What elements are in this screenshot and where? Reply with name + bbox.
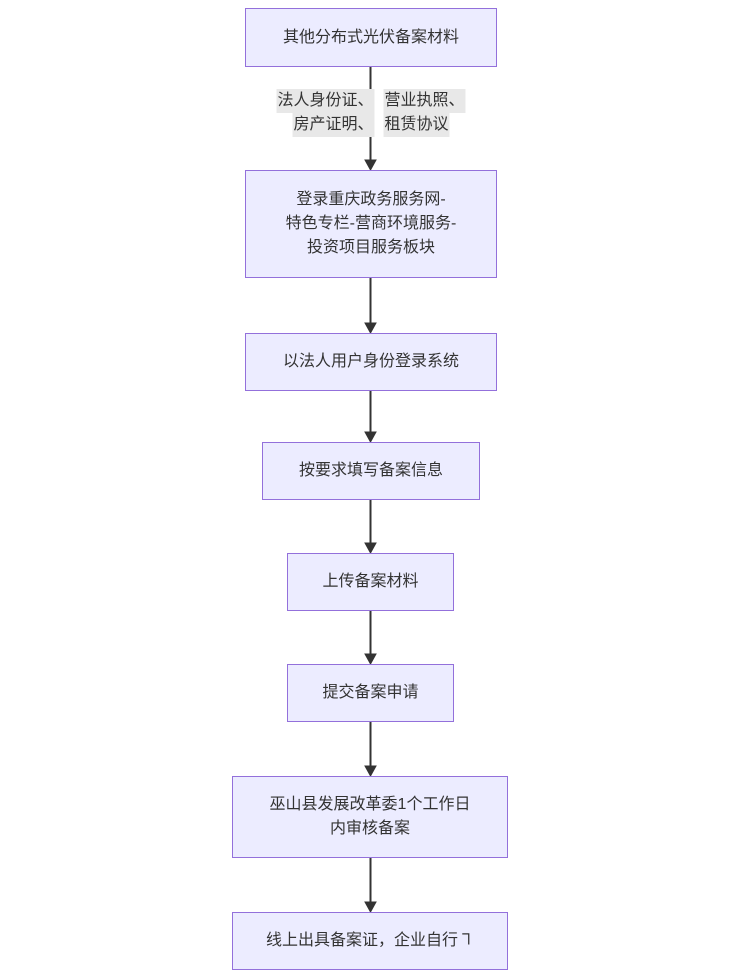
flow-node-portal: 登录重庆政务服务网- 特色专栏-营商环境服务- 投资项目服务板块	[245, 170, 497, 278]
flow-arrow-fillinfo-upload	[364, 500, 377, 555]
edge-label-text: 租赁协议	[383, 113, 450, 137]
flow-node-fill-info: 按要求填写备案信息	[262, 442, 480, 500]
edge-label-text: 营业执照、	[383, 89, 466, 113]
flow-node-upload: 上传备案材料	[287, 553, 454, 611]
edge-label-text: 法人身份证、	[276, 89, 375, 113]
flow-node-review: 巫山县发展改革委1个工作日 内审核备案	[232, 776, 508, 858]
flow-arrow-login-fillinfo	[364, 391, 377, 444]
edge-label-required-documents: 法人身份证、 营业执照、 房产证明、 租赁协议	[276, 89, 466, 137]
edge-label-text: 房产证明、	[292, 113, 375, 137]
flow-arrow-review-certificate	[364, 858, 377, 914]
flow-node-materials: 其他分布式光伏备案材料	[245, 8, 497, 67]
flow-node-submit: 提交备案申请	[287, 664, 454, 722]
flow-arrow-portal-login	[364, 278, 377, 335]
flow-arrow-upload-submit	[364, 611, 377, 666]
flow-arrow-submit-review	[364, 722, 377, 778]
flow-node-login: 以法人用户身份登录系统	[245, 333, 497, 391]
flow-node-certificate: 线上出具备案证，企业自行㇕	[232, 912, 508, 970]
